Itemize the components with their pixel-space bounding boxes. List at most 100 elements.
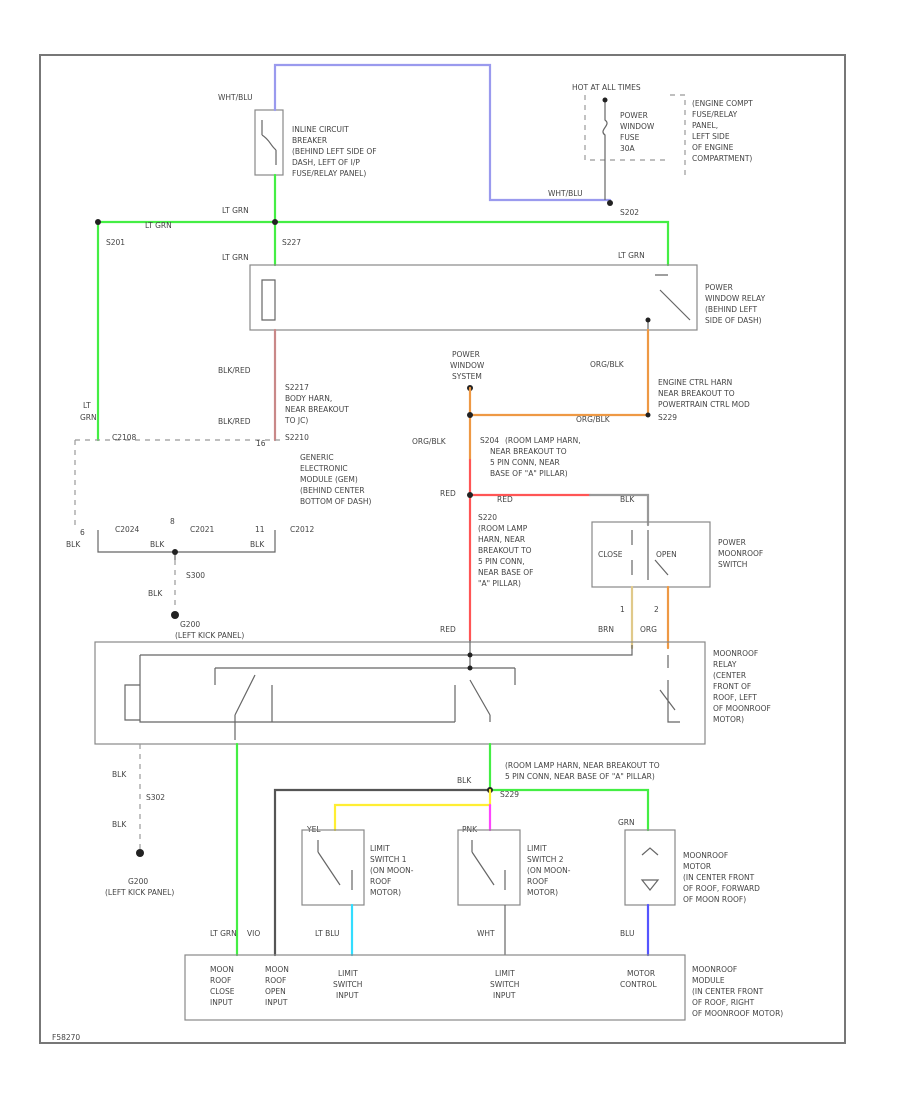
node-ground-bus — [172, 549, 178, 555]
s204-0: (ROOM LAMP HARN, — [505, 436, 581, 445]
input-4-line0: MOTOR — [627, 969, 655, 978]
pin-6: 6 — [80, 528, 85, 537]
switch-contact-icon — [631, 530, 669, 580]
moonroof-switch-0: POWER — [718, 538, 746, 547]
pw-relay-2: (BEHIND LEFT — [705, 305, 758, 314]
pw-relay-3: SIDE OF DASH) — [705, 316, 762, 325]
s220-2: HARN, NEAR — [478, 535, 525, 544]
moonroof-relay-0: MOONROOF — [713, 649, 758, 658]
module-0: MOONROOF — [692, 965, 737, 974]
input-1-line3: INPUT — [265, 998, 288, 1007]
limit1-2: (ON MOON- — [370, 866, 414, 875]
splice-s202: S202 — [620, 208, 639, 217]
moonroof-relay — [94, 641, 706, 745]
label-org-blk-2: ORG/BLK — [576, 415, 611, 424]
s220-0: S220 — [478, 513, 497, 522]
motor-icon — [640, 847, 660, 891]
node-org-blk-right — [645, 412, 651, 418]
engine-ctrl-0: ENGINE CTRL HARN — [658, 378, 732, 387]
fuse-box-outline — [584, 94, 686, 175]
limit1-0: LIMIT — [370, 844, 390, 853]
input-2-line2: INPUT — [336, 991, 359, 1000]
input-0-line2: CLOSE — [210, 987, 235, 996]
node-relay-470 — [467, 652, 473, 658]
wire-ylw — [333, 788, 492, 832]
relay-contact-node — [645, 317, 651, 323]
limit1-3: ROOF — [370, 877, 391, 886]
label-lt-grn-2: LT GRN — [222, 253, 249, 262]
hot-at-all-times: HOT AT ALL TIMES — [572, 83, 641, 92]
relay-contacts-3-icon — [659, 680, 680, 723]
node-red — [467, 492, 473, 498]
splice-s227: S227 — [282, 238, 301, 247]
input-4-line1: CONTROL — [620, 980, 657, 989]
s220-4: 5 PIN CONN, — [478, 557, 525, 566]
wire-grn-motor — [488, 742, 650, 832]
input-1-line0: MOON — [265, 965, 289, 974]
limit2-4: MOTOR) — [527, 888, 558, 897]
splice-s229-bottom: S229 — [500, 790, 519, 799]
relay-contacts-2-icon — [272, 668, 516, 723]
switch-open: OPEN — [656, 550, 677, 559]
conn-c2012: C2012 — [290, 525, 315, 534]
limit-switch-2-icon — [471, 840, 506, 890]
label-lt-grn-1: LT GRN — [222, 206, 249, 215]
label-wht-blu-top: WHT/BLU — [218, 93, 253, 102]
wire-wht-blu — [273, 63, 612, 202]
engine-compt-4: OF ENGINE — [692, 143, 734, 152]
fuse-icon — [602, 100, 608, 200]
moonroof-module — [184, 954, 686, 1021]
wire-red — [468, 458, 592, 642]
limit2-0: LIMIT — [527, 844, 547, 853]
pin-1: 1 — [620, 605, 625, 614]
pw-system-1: WINDOW — [450, 361, 485, 370]
gem-0: GENERIC — [300, 453, 334, 462]
gem-3: (BEHIND CENTER — [300, 486, 365, 495]
motor-1: MOTOR — [683, 862, 711, 871]
label-wht: WHT — [477, 929, 495, 938]
limit-switch-1 — [301, 829, 365, 906]
splice-s204: S204 — [480, 436, 499, 445]
inline-circuit-breaker — [254, 109, 284, 176]
cb-label-4: FUSE/RELAY PANEL) — [292, 169, 366, 178]
module-2: (IN CENTER FRONT — [692, 987, 764, 996]
s2217-0: S2217 — [285, 383, 309, 392]
input-3-line2: INPUT — [493, 991, 516, 1000]
label-blk-red-1: BLK/RED — [218, 366, 251, 375]
input-3-line1: SWITCH — [490, 980, 519, 989]
moonroof-relay-3: FRONT OF — [713, 682, 751, 691]
fuse-label-0: POWER — [620, 111, 648, 120]
fuse-label-3: 30A — [620, 144, 636, 153]
wire-vio — [273, 788, 492, 957]
relay-bus-top — [140, 640, 669, 669]
s204-2: 5 PIN CONN, NEAR — [490, 458, 560, 467]
input-0-line1: ROOF — [210, 976, 231, 985]
moonroof-relay-6: MOTOR) — [713, 715, 744, 724]
label-lt-grn-right: LT GRN — [618, 251, 645, 260]
label-lt-grn-top: LT GRN — [145, 221, 172, 230]
limit2-3: ROOF — [527, 877, 548, 886]
label-red-3: RED — [440, 625, 456, 634]
label-org-blk-1: ORG/BLK — [590, 360, 625, 369]
engine-ctrl-1: NEAR BREAKOUT TO — [658, 389, 735, 398]
label-vio: VIO — [247, 929, 260, 938]
gem-pin-a: C2108 — [112, 433, 137, 442]
label-blk-red-2: BLK/RED — [218, 417, 251, 426]
moonroof-relay-2: (CENTER — [713, 671, 746, 680]
s220-1: (ROOM LAMP — [478, 524, 528, 533]
input-3-line0: LIMIT — [495, 969, 515, 978]
label-blk-4: BLK — [148, 589, 163, 598]
wire-org-blk — [468, 328, 650, 462]
footer-code: F58270 — [52, 1033, 80, 1042]
room-lamp-0: (ROOM LAMP HARN, NEAR BREAKOUT TO — [505, 761, 660, 770]
node-org-blk — [467, 412, 473, 418]
pw-relay-0: POWER — [705, 283, 733, 292]
label-blk-3: BLK — [250, 540, 265, 549]
input-1-line1: ROOF — [265, 976, 286, 985]
limit-switch-2 — [457, 829, 521, 906]
s220-3: BREAKOUT TO — [478, 546, 532, 555]
fuse-top-node — [602, 97, 608, 103]
power-moonroof-switch — [591, 521, 711, 588]
pw-system-2: SYSTEM — [452, 372, 482, 381]
